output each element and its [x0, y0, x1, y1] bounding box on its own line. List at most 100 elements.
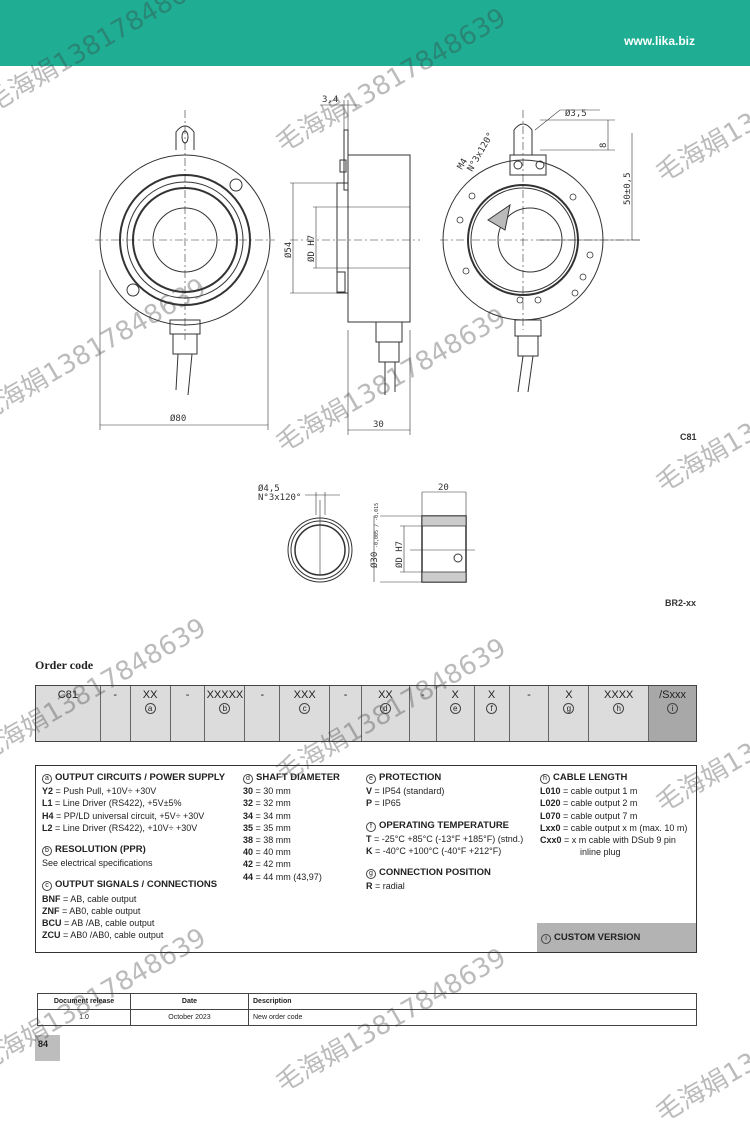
custom-version-title: CUSTOM VERSION	[554, 932, 641, 943]
order-code-value: XX	[142, 689, 158, 701]
front-view-drawing: Ø80	[95, 110, 275, 430]
spec-desc: = IP54 (standard)	[374, 786, 445, 797]
section-title: RESOLUTION (PPR)	[55, 844, 146, 856]
spec-code: R	[366, 881, 373, 892]
document-release-table: Document release Date Description 1.0 Oc…	[37, 993, 697, 1026]
section-text: See electrical specifications	[42, 858, 153, 869]
order-code-cell: /Sxxx i	[649, 686, 696, 741]
dim-3-5: Ø3,5	[565, 108, 587, 119]
spec-desc: = 40 mm	[255, 847, 291, 858]
spec-code: 35	[243, 822, 254, 833]
order-code-value: -	[260, 689, 265, 701]
spec-desc: = cable output x m (max. 10 m)	[563, 822, 688, 833]
spec-desc: = cable output 2 m	[563, 798, 638, 809]
key-badge: f	[486, 703, 498, 714]
table-header-row: Document release Date Description	[37, 993, 697, 1010]
spec-code: V	[366, 786, 373, 797]
order-code-value: C81	[57, 689, 78, 701]
spec-item: Lxx0 = cable output x m (max. 10 m)	[540, 822, 687, 834]
key-badge: i	[667, 703, 679, 714]
spec-desc: = x m cable with DSub 9 pin	[564, 835, 676, 846]
section-title: SHAFT DIAMETER	[256, 772, 340, 783]
key-badge: c	[42, 881, 52, 892]
spec-desc: = -40°C +100°C (-40°F +212°F)	[375, 846, 502, 857]
spec-item: P = IP65	[366, 797, 523, 809]
order-code-value: XXXXX	[206, 689, 244, 701]
order-code-cell: XX a	[131, 686, 171, 741]
key-badge: a	[42, 774, 52, 784]
order-code-value: -	[113, 689, 118, 701]
order-code-cell: -	[101, 686, 131, 741]
spec-code: Lxx0	[540, 822, 561, 833]
spec-code: 34	[243, 810, 254, 821]
spec-item: L2 = Line Driver (RS422), +10V÷ +30V	[42, 822, 225, 834]
spec-code: ZCU	[42, 930, 61, 941]
dim-m4: M4	[456, 157, 470, 171]
spec-item: L1 = Line Driver (RS422), +5V±5%	[42, 797, 225, 809]
order-code-value: XXX	[293, 689, 316, 701]
key-badge: b	[219, 703, 231, 714]
spec-desc: = 32 mm	[255, 798, 291, 809]
spec-desc: = IP65	[374, 798, 401, 809]
spec-code: 30	[243, 786, 254, 797]
order-code-cell: -	[171, 686, 206, 741]
key-badge: f	[366, 821, 376, 832]
order-code-value: X	[487, 689, 496, 701]
spec-desc: = Line Driver (RS422), +10V÷ +30V	[55, 822, 198, 833]
website-url[interactable]: www.lika.biz	[624, 34, 695, 48]
dim-20: 20	[438, 483, 449, 493]
spec-item: ZNF = AB0, cable output	[42, 905, 225, 917]
spec-code: L020	[540, 798, 561, 809]
spec-desc: = PP/LD universal circuit, +5V÷ +30V	[56, 810, 205, 821]
dim-30-tolerance: -0,005 / -0,015	[374, 503, 380, 548]
cell-description: New order code	[248, 1009, 697, 1026]
key-badge: d	[243, 774, 253, 784]
cell-release: 1.0	[37, 1009, 131, 1026]
spec-code: H4	[42, 810, 54, 821]
technical-drawings: Ø80 Ø54 ØD H7 3,4 30 Ø3,5 8 50±0,5 M4 N°…	[95, 95, 640, 583]
spec-code: BNF	[42, 893, 61, 904]
key-badge: a	[144, 703, 156, 714]
order-code-value: -	[343, 689, 348, 701]
spec-desc: = Line Driver (RS422), +5V±5%	[55, 798, 182, 809]
spec-code: K	[366, 846, 373, 857]
order-code-value: X	[451, 689, 459, 701]
spec-item-continuation: inline plug	[580, 847, 621, 858]
key-badge: c	[299, 703, 311, 714]
order-code-cell: -	[410, 686, 437, 741]
spec-item: BCU = AB /AB, cable output	[42, 917, 225, 929]
key-badge: e	[366, 774, 376, 784]
page-number: 84	[35, 1035, 60, 1061]
header-date: Date	[130, 993, 249, 1010]
order-code-title: Order code	[35, 658, 94, 672]
key-badge: d	[379, 703, 391, 714]
spec-item: L020 = cable output 2 m	[540, 797, 687, 809]
spec-code: L1	[42, 798, 53, 809]
spec-item: L070 = cable output 7 m	[540, 810, 687, 822]
order-code-cell: -	[510, 686, 550, 741]
key-badge: b	[42, 846, 52, 857]
order-code-cell: XXX c	[280, 686, 331, 741]
spec-desc: = AB, cable output	[63, 893, 137, 904]
spec-code: 38	[243, 835, 254, 846]
spec-code: 40	[243, 847, 254, 858]
order-code-value: /Sxxx	[659, 689, 686, 701]
spec-code: 32	[243, 798, 254, 809]
spec-item: 30 = 30 mm	[243, 785, 340, 797]
spec-desc: = AB0 /AB0, cable output	[63, 930, 164, 941]
spec-desc: = AB0, cable output	[62, 905, 141, 916]
spec-code: Cxx0	[540, 835, 562, 846]
spec-code: L2	[42, 822, 53, 833]
label-c81: C81	[680, 432, 697, 442]
spec-desc: = 44 mm (43,97)	[255, 871, 322, 882]
dim-m4-n: N°3x120°	[466, 131, 496, 174]
